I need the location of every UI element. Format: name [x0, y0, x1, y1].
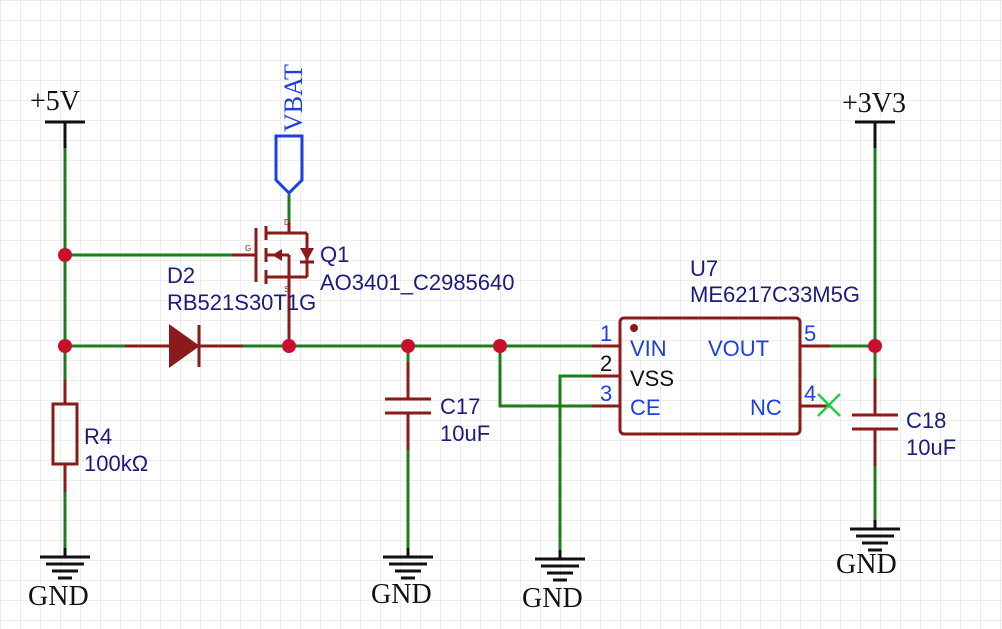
net-port-vbat-label: VBAT — [279, 64, 308, 132]
junction-5v-diode — [58, 339, 72, 353]
u7-pin3-number: 3 — [600, 381, 612, 406]
u7-pin4-name: NC — [750, 395, 782, 420]
capacitor-c18[interactable]: C18 10uF — [852, 378, 956, 466]
junction-vout — [868, 339, 882, 353]
u7-pin3-name: CE — [630, 395, 661, 420]
q1-pin-d-label: D — [284, 218, 290, 227]
gnd-symbol-u7: GND — [522, 550, 585, 614]
diode-d2[interactable]: D2 RB521S30T1G — [125, 263, 316, 368]
gnd-symbol-r4: GND — [28, 548, 90, 612]
q1-value: AO3401_C2985640 — [320, 270, 515, 295]
u7-pin1-number: 1 — [600, 321, 612, 346]
u7-pin5-number: 5 — [804, 321, 816, 346]
gnd-label-u7: GND — [522, 583, 583, 614]
capacitor-c17[interactable]: C17 10uF — [385, 362, 490, 450]
q1-designator: Q1 — [320, 242, 349, 267]
u7-pin5-name: VOUT — [708, 336, 769, 361]
u7-pin1-name: VIN — [630, 336, 667, 361]
r4-value: 100kΩ — [84, 451, 148, 476]
u7-designator: U7 — [690, 256, 718, 281]
r4-designator: R4 — [84, 424, 112, 449]
junction-ce — [493, 339, 507, 353]
gnd-symbol-c18: GND — [836, 520, 900, 580]
junctions — [58, 248, 882, 353]
power-flag-3v3: +3V3 — [842, 88, 906, 148]
gnd-label-c17: GND — [371, 579, 432, 610]
u7-value: ME6217C33M5G — [690, 282, 860, 307]
power-flag-5v: +5V — [30, 86, 85, 148]
mosfet-q1[interactable]: G D S Q1 AO3401_C2985640 — [232, 218, 515, 346]
power-flag-5v-label: +5V — [30, 86, 80, 117]
gnd-label-c18: GND — [836, 549, 897, 580]
d2-value: RB521S30T1G — [167, 290, 316, 315]
ic-u7[interactable]: 1 2 3 4 5 VIN VSS CE NC VOUT U7 ME6217C3… — [592, 256, 860, 436]
u7-pin2-number: 2 — [600, 351, 612, 376]
c18-value: 10uF — [906, 435, 956, 460]
c18-designator: C18 — [906, 408, 946, 433]
junction-source — [282, 339, 296, 353]
gnd-label-r4: GND — [28, 581, 89, 612]
gnd-symbol-c17: GND — [371, 548, 433, 610]
d2-designator: D2 — [167, 263, 195, 288]
u7-pin2-name: VSS — [630, 366, 674, 391]
c17-value: 10uF — [440, 421, 490, 446]
q1-pin-s-label: S — [284, 285, 289, 294]
junction-c17 — [401, 339, 415, 353]
c17-designator: C17 — [440, 394, 480, 419]
u7-pin4-number: 4 — [804, 381, 816, 406]
junction-gate — [58, 248, 72, 262]
power-flag-3v3-label: +3V3 — [842, 88, 906, 119]
net-port-vbat: VBAT — [274, 64, 308, 196]
no-connect-marker — [817, 393, 841, 417]
resistor-r4[interactable]: R4 100kΩ — [51, 380, 148, 492]
q1-pin-g-label: G — [245, 244, 251, 253]
